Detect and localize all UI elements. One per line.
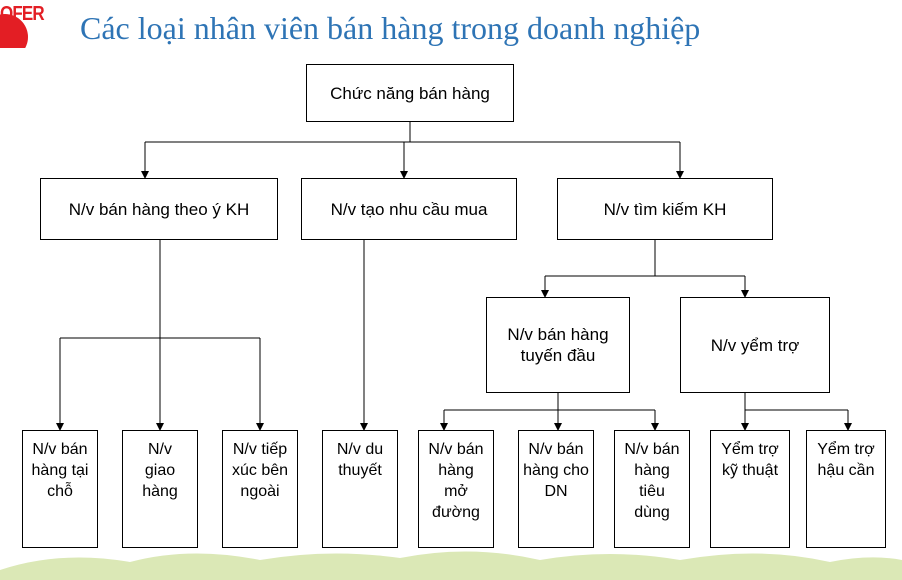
node-leaf-1: N/v bán hàng tại chỗ: [22, 430, 98, 548]
page-title: Các loại nhân viên bán hàng trong doanh …: [80, 10, 701, 46]
logo-text: OFER: [0, 3, 45, 25]
node-leaf-5: N/v bán hàng mở đường: [418, 430, 494, 548]
node-level1-1: N/v bán hàng theo ý KH: [40, 178, 278, 240]
decorative-wave: [0, 551, 902, 580]
node-level2-2: N/v yểm trợ: [680, 297, 830, 393]
node-leaf-7: N/v bán hàng tiêu dùng: [614, 430, 690, 548]
logo: OFER: [0, 0, 46, 48]
node-level1-3: N/v tìm kiếm KH: [557, 178, 773, 240]
node-leaf-9: Yểm trợ hậu cần: [806, 430, 886, 548]
node-leaf-3: N/v tiếp xúc bên ngoài: [222, 430, 298, 548]
node-leaf-6: N/v bán hàng cho DN: [518, 430, 594, 548]
node-level1-2: N/v tạo nhu cầu mua: [301, 178, 517, 240]
node-leaf-8: Yểm trợ kỹ thuật: [710, 430, 790, 548]
node-leaf-4: N/v du thuyết: [322, 430, 398, 548]
node-root: Chức năng bán hàng: [306, 64, 514, 122]
node-level2-1: N/v bán hàng tuyến đầu: [486, 297, 630, 393]
node-leaf-2: N/v giao hàng: [122, 430, 198, 548]
